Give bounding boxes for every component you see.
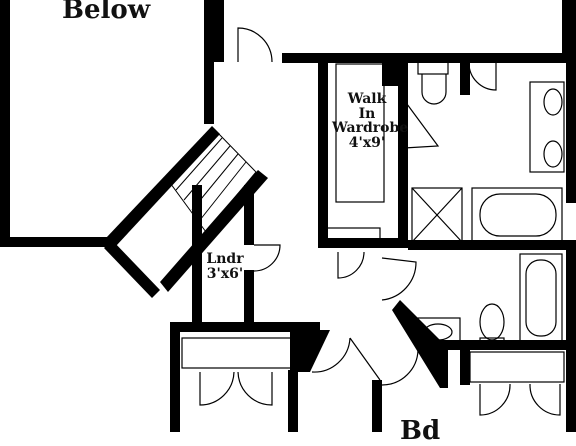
walk-in-line1: Walk	[347, 91, 387, 107]
walls	[0, 0, 576, 432]
walk-in-line3: Wardrobe	[332, 120, 409, 137]
label-below: Below	[62, 0, 151, 25]
walk-in-line2: In	[358, 105, 376, 122]
label-laundry: Lndr 3'x6'	[204, 252, 246, 281]
door-swings	[199, 27, 561, 416]
laundry-size: 3'x6'	[206, 265, 244, 282]
bath-fixtures	[411, 61, 565, 347]
stairs	[167, 129, 257, 233]
closet-shelves	[181, 63, 565, 383]
label-walk-in-wardrobe: Walk In Wardrobe 4'x9'	[332, 91, 409, 152]
floor-plan	[0, 0, 576, 432]
laundry-name: Lndr	[206, 251, 244, 267]
walk-in-size: 4'x9'	[348, 135, 386, 152]
